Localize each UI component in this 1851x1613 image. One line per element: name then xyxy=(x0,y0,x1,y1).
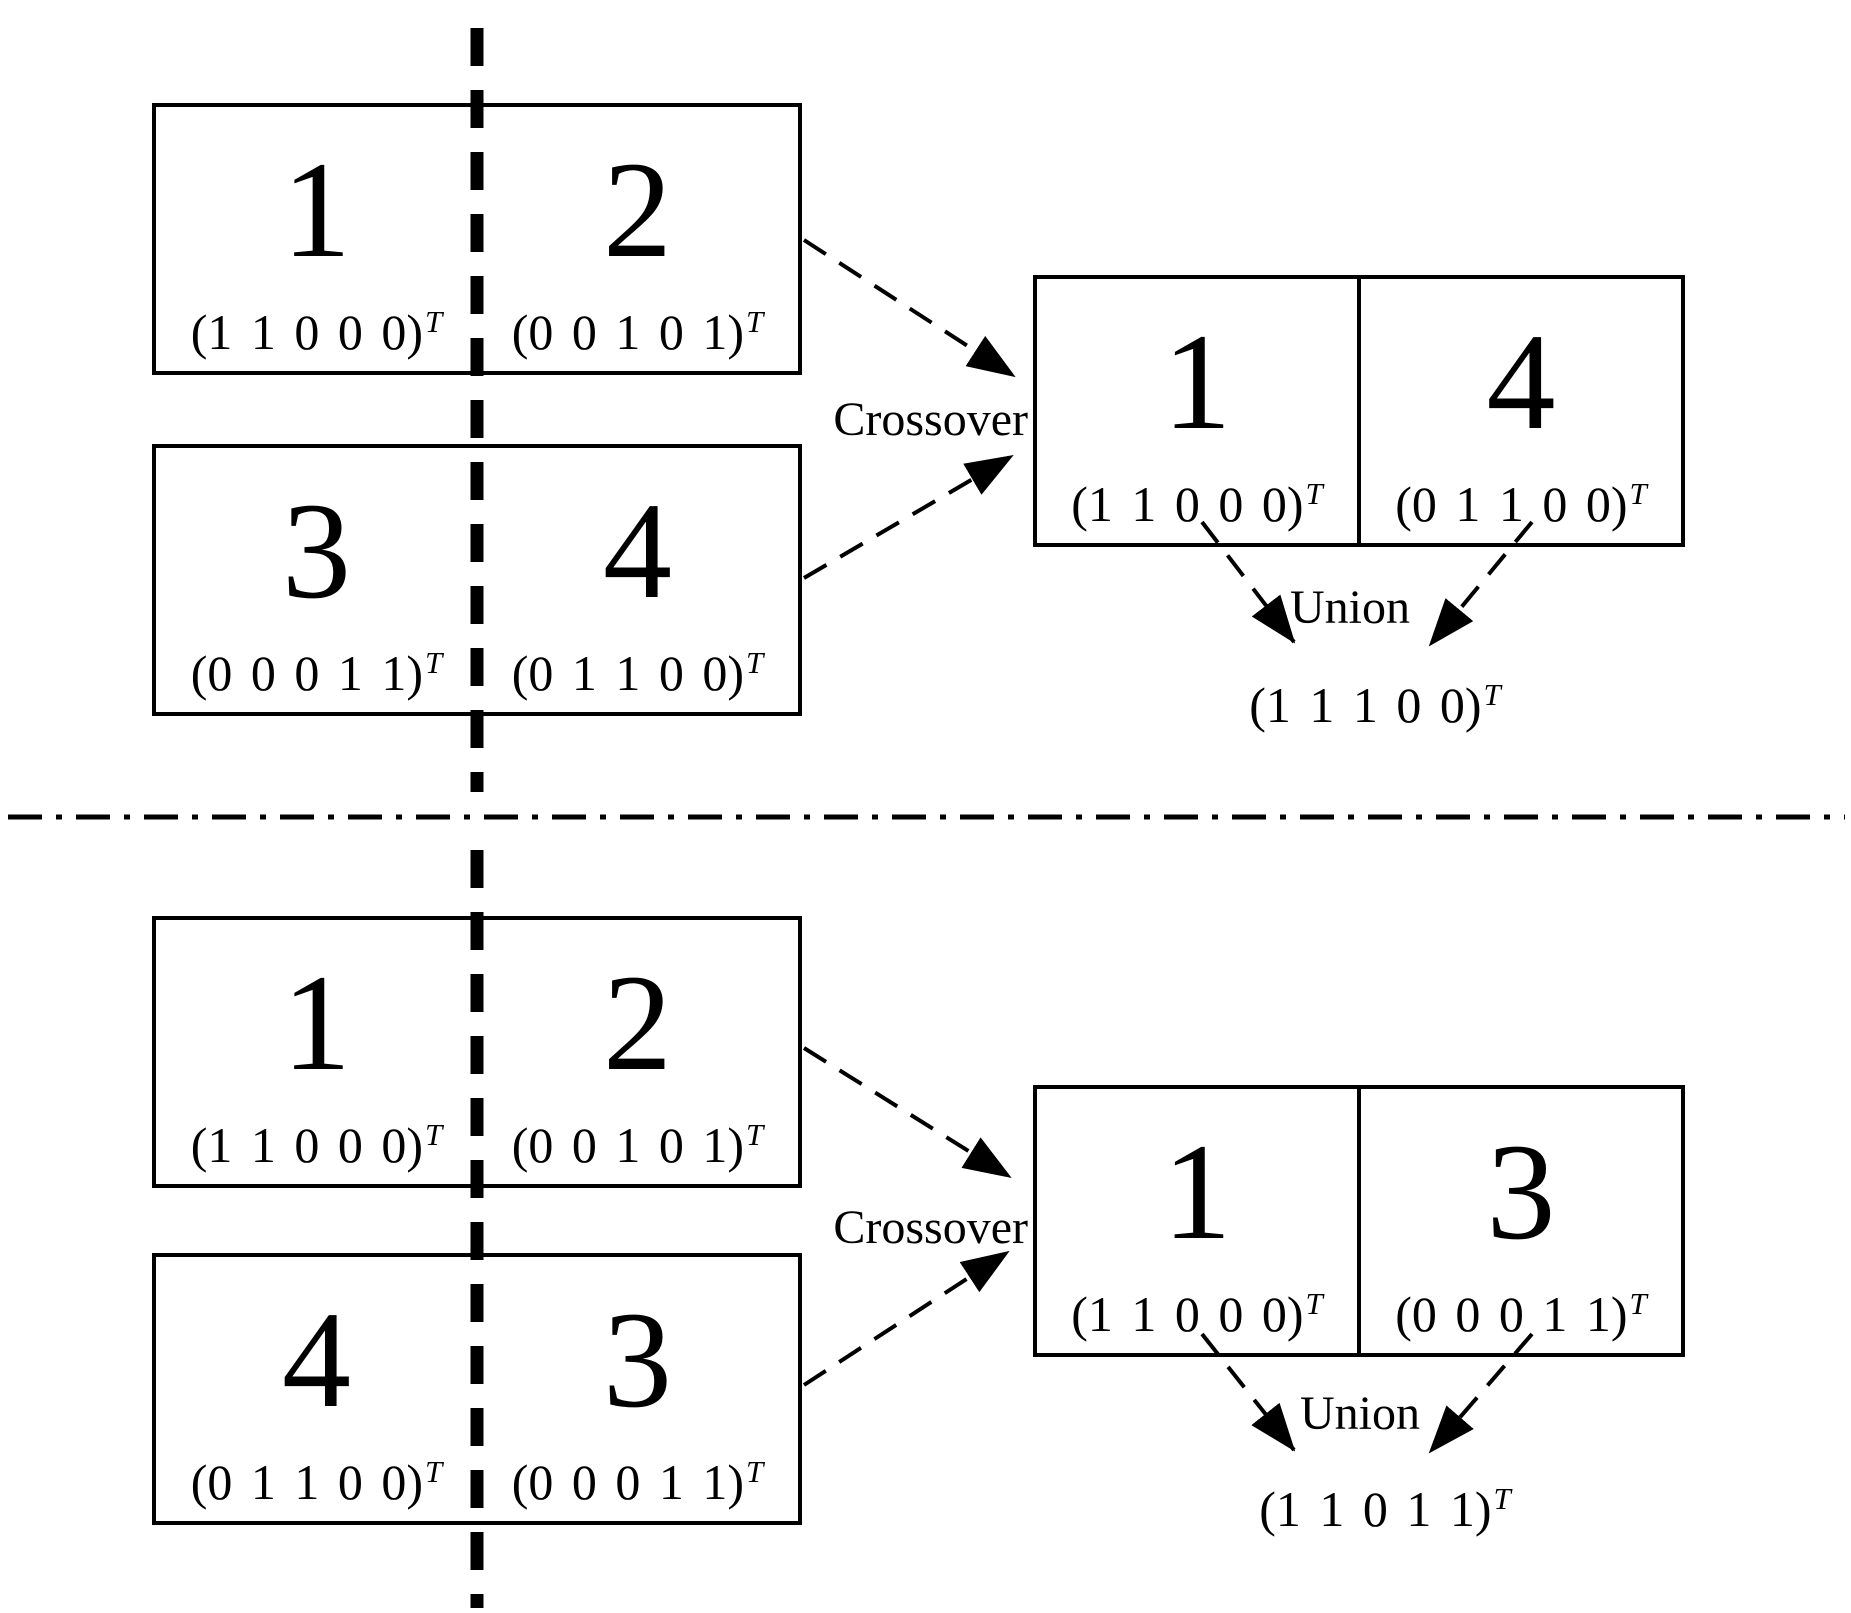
chromosome-cell: 2 (0 0 1 0 1)T xyxy=(477,920,798,1184)
chromosome-cell: 3 (0 0 0 1 1)T xyxy=(477,1257,798,1521)
transpose-superscript: T xyxy=(1629,1285,1647,1321)
offspring-box-bottom-1-3: 1 (1 1 0 0 0)T 3 (0 0 0 1 1)T xyxy=(1033,1085,1685,1357)
transpose-superscript: T xyxy=(425,1116,443,1152)
cell-vector: (0 1 1 0 0)T xyxy=(190,1453,443,1510)
parent-box-bottom-1-2: 1 (1 1 0 0 0)T 2 (0 0 1 0 1)T xyxy=(152,916,802,1188)
cell-number: 4 xyxy=(282,1283,351,1436)
union-result-vector-top: (1 1 1 0 0)T xyxy=(1249,676,1501,733)
cell-number: 4 xyxy=(1486,305,1556,458)
cell-number: 2 xyxy=(603,946,672,1099)
transpose-superscript: T xyxy=(746,1116,764,1152)
cell-number: 1 xyxy=(282,946,351,1099)
transpose-superscript: T xyxy=(425,303,443,339)
cell-vector: (0 1 1 0 0)T xyxy=(511,644,764,701)
transpose-superscript: T xyxy=(746,303,764,339)
cell-vector: (1 1 0 0 0)T xyxy=(190,303,443,360)
crossover-arrow-bottom-lower xyxy=(802,1250,1010,1387)
cell-number: 1 xyxy=(1162,305,1232,458)
cell-vector: (0 0 0 1 1)T xyxy=(190,644,443,701)
cell-vector: (0 0 1 0 1)T xyxy=(511,303,764,360)
chromosome-cell: 2 (0 0 1 0 1)T xyxy=(477,107,798,371)
cell-vector: (1 1 0 0 0)T xyxy=(1071,475,1323,532)
crossover-arrow-top-lower xyxy=(802,454,1014,580)
chromosome-cell: 4 (0 1 1 0 0)T xyxy=(156,1257,477,1521)
transpose-superscript: T xyxy=(746,1453,764,1489)
chromosome-cell: 3 (0 0 0 1 1)T xyxy=(1361,1089,1681,1353)
cell-vector: (1 1 0 0 0)T xyxy=(190,1116,443,1173)
crossover-arrow-bottom-upper xyxy=(802,1046,1012,1179)
union-result-vector-bottom: (1 1 0 1 1)T xyxy=(1259,1480,1511,1537)
cell-vector: (0 0 1 0 1)T xyxy=(511,1116,764,1173)
chromosome-cell: 3 (0 0 0 1 1)T xyxy=(156,448,477,712)
chromosome-cell: 1 (1 1 0 0 0)T xyxy=(1037,279,1361,543)
transpose-superscript: T xyxy=(1305,475,1323,511)
transpose-superscript: T xyxy=(1493,1480,1511,1516)
transpose-superscript: T xyxy=(1629,475,1647,511)
cell-number: 1 xyxy=(1162,1115,1232,1268)
crossover-label-bottom: Crossover xyxy=(833,1201,1028,1254)
cell-number: 3 xyxy=(282,474,351,627)
cell-number: 1 xyxy=(282,133,351,286)
offspring-box-top-1-4: 1 (1 1 0 0 0)T 4 (0 1 1 0 0)T xyxy=(1033,275,1685,547)
cell-vector: (0 1 1 0 0)T xyxy=(1395,475,1647,532)
crossover-arrow-top-upper xyxy=(802,238,1016,378)
cell-number: 3 xyxy=(603,1283,672,1436)
chromosome-cell: 1 (1 1 0 0 0)T xyxy=(156,920,477,1184)
crossover-label-top: Crossover xyxy=(833,393,1028,446)
chromosome-cell: 1 (1 1 0 0 0)T xyxy=(156,107,477,371)
cell-number: 2 xyxy=(603,133,672,286)
chromosome-cell: 1 (1 1 0 0 0)T xyxy=(1037,1089,1361,1353)
cell-vector: (0 0 0 1 1)T xyxy=(511,1453,764,1510)
parent-box-top-3-4: 3 (0 0 0 1 1)T 4 (0 1 1 0 0)T xyxy=(152,444,802,716)
union-label-top: Union xyxy=(1290,581,1410,634)
cell-number: 3 xyxy=(1486,1115,1556,1268)
chromosome-cell: 4 (0 1 1 0 0)T xyxy=(477,448,798,712)
cell-vector: (1 1 0 0 0)T xyxy=(1071,1285,1323,1342)
chromosome-cell: 4 (0 1 1 0 0)T xyxy=(1361,279,1681,543)
cell-number: 4 xyxy=(603,474,672,627)
transpose-superscript: T xyxy=(425,644,443,680)
parent-box-bottom-4-3: 4 (0 1 1 0 0)T 3 (0 0 0 1 1)T xyxy=(152,1253,802,1525)
parent-box-top-1-2: 1 (1 1 0 0 0)T 2 (0 0 1 0 1)T xyxy=(152,103,802,375)
transpose-superscript: T xyxy=(1483,676,1501,712)
transpose-superscript: T xyxy=(1305,1285,1323,1321)
union-label-bottom: Union xyxy=(1300,1387,1420,1440)
cell-vector: (0 0 0 1 1)T xyxy=(1395,1285,1647,1342)
transpose-superscript: T xyxy=(425,1453,443,1489)
transpose-superscript: T xyxy=(746,644,764,680)
